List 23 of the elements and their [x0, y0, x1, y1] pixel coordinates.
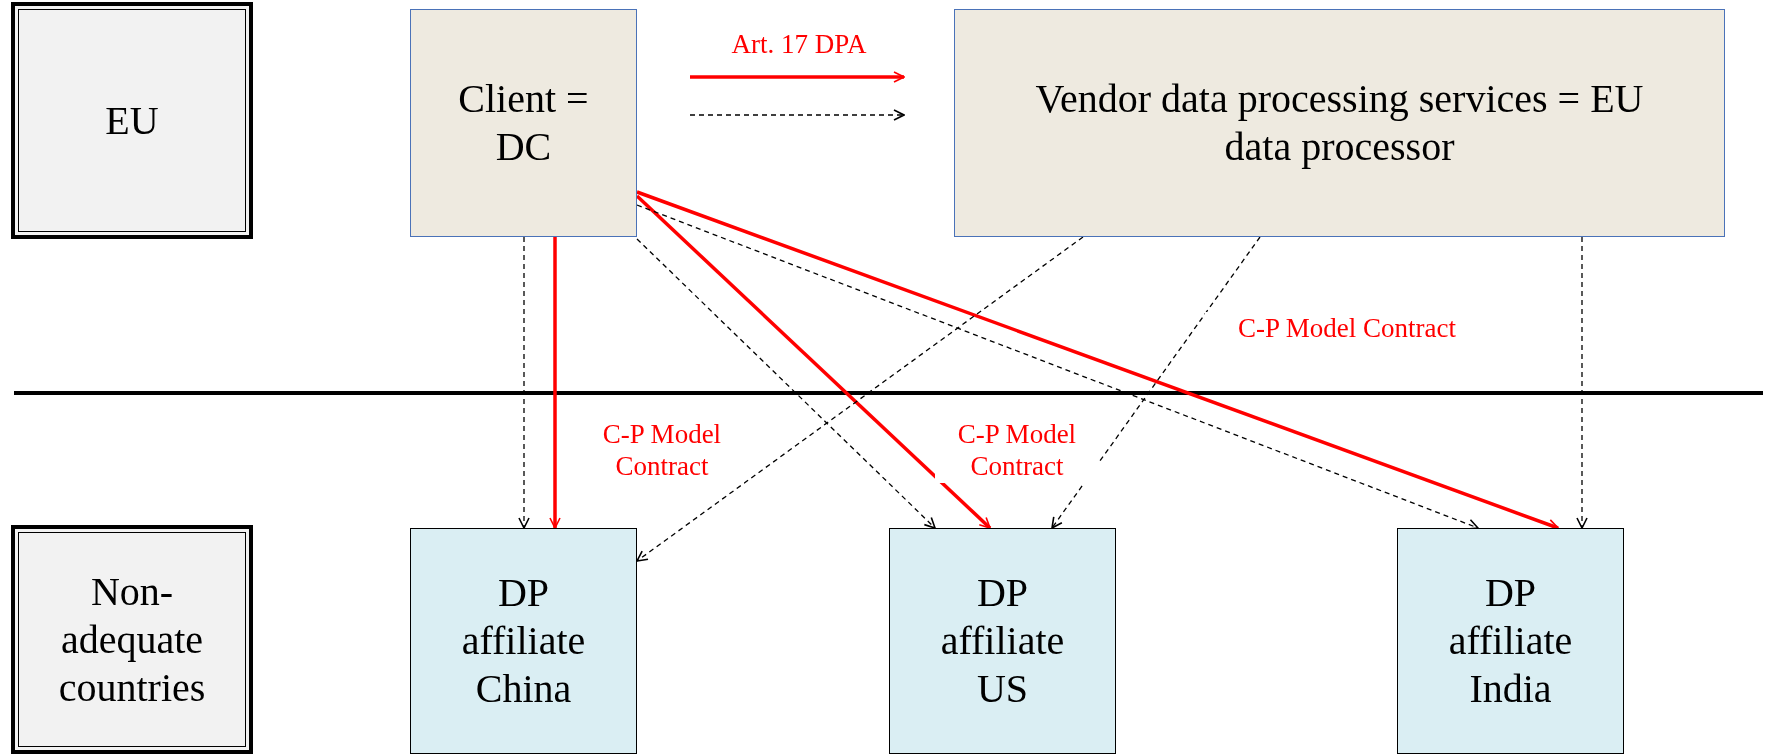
party-box — [954, 9, 1725, 237]
arrow — [518, 236, 530, 529]
node-label: DP affiliate India — [1447, 569, 1574, 713]
arrow — [636, 238, 936, 529]
affiliate-box — [1397, 528, 1624, 754]
arrow — [635, 194, 992, 530]
node-label: DP affiliate China — [460, 569, 587, 713]
affiliate-box — [889, 528, 1116, 754]
region-box — [11, 2, 253, 239]
arrow — [1576, 236, 1588, 529]
arrow — [690, 71, 905, 83]
arrow — [689, 109, 905, 121]
node-label: DP affiliate US — [939, 569, 1066, 713]
party-box — [410, 9, 637, 237]
affiliate-box — [410, 528, 637, 754]
node-label: EU — [105, 96, 159, 145]
node-label: Non-adequate countries — [57, 567, 207, 712]
arrow — [636, 236, 1084, 562]
arrow — [1051, 236, 1261, 529]
node-label: Vendor data processing services = EU data processor — [1034, 75, 1645, 171]
region-box — [11, 525, 253, 754]
node-label: Client = DC — [457, 75, 590, 171]
arrow — [549, 237, 561, 529]
